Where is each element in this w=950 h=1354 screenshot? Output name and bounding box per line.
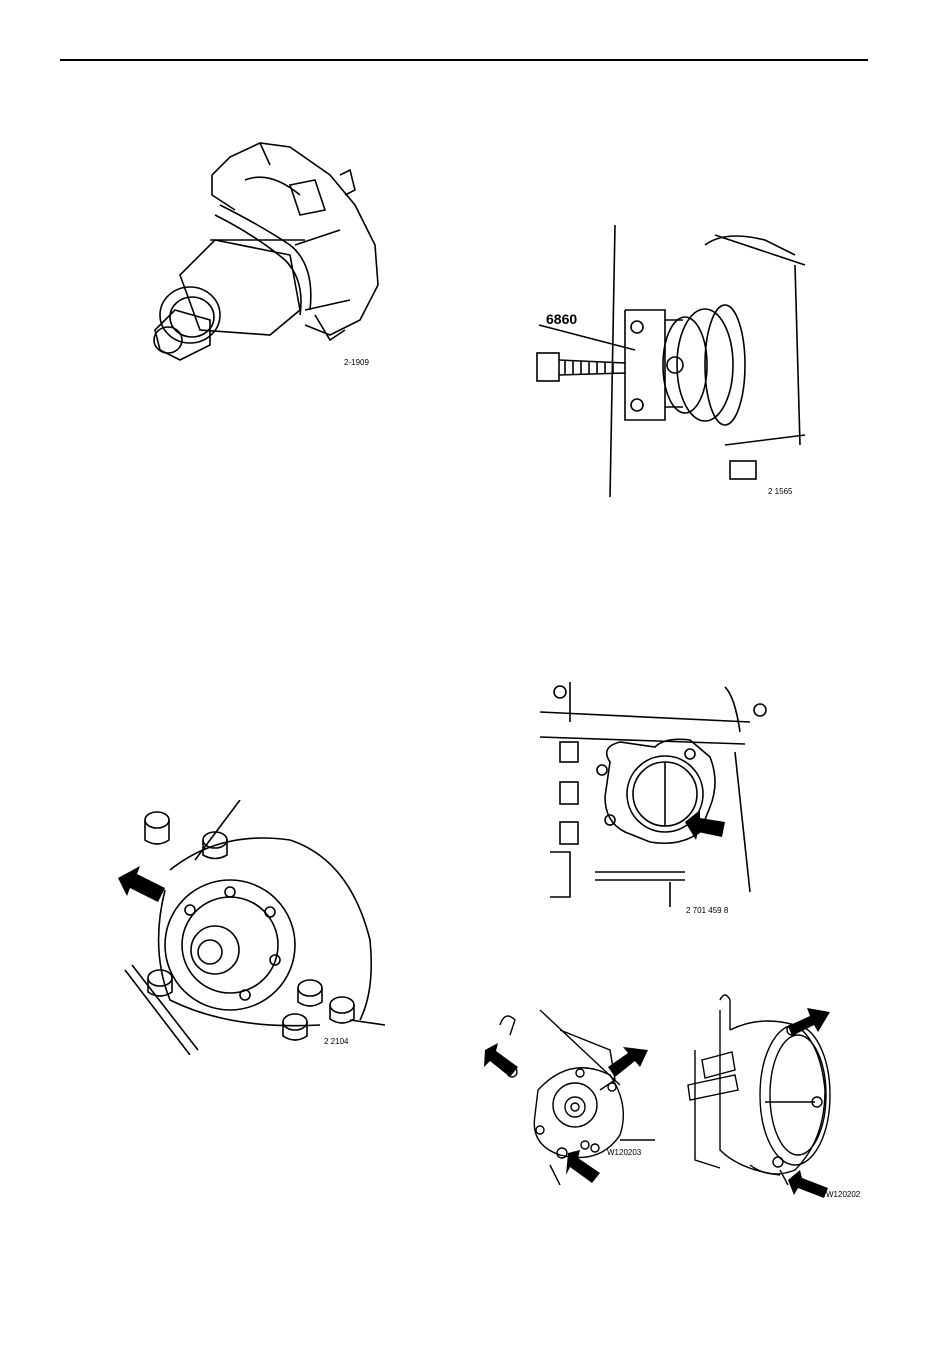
pump-bolts-left-drawing — [480, 1005, 660, 1185]
arrow-icon — [484, 1043, 518, 1077]
arrow-icon — [608, 1047, 648, 1077]
arrow-icon — [788, 1170, 828, 1198]
pump-mounted-drawing — [110, 800, 385, 1055]
figure-pump-mounted — [110, 800, 385, 1055]
figure-pump-assembly — [140, 135, 390, 375]
figure-ref-W120202: W120202 — [826, 1190, 860, 1199]
arrow-icon — [118, 866, 165, 902]
puller-tool-drawing — [525, 225, 810, 497]
figure-ref-2-701-459-8: 2 701 459 8 — [686, 906, 728, 915]
figure-ref-2-2104: 2 2104 — [324, 1037, 348, 1046]
tool-number-label: 6860 — [546, 311, 577, 327]
figure-pump-bolts-left — [480, 1005, 660, 1185]
pump-opening-drawing — [540, 682, 770, 915]
pump-bolts-right-drawing — [680, 990, 865, 1200]
pump-assembly-drawing — [140, 135, 390, 375]
figure-ref-2-1909: 2-1909 — [344, 358, 369, 367]
figure-pump-bolts-right — [680, 990, 865, 1200]
arrow-icon — [685, 810, 725, 840]
figure-puller-tool — [525, 225, 810, 497]
figure-pump-opening — [540, 682, 770, 915]
figure-ref-2-1565: 2 1565 — [768, 487, 792, 496]
figure-ref-W120203: W120203 — [607, 1148, 641, 1157]
arrow-icon — [788, 1008, 830, 1036]
header-rule — [60, 59, 868, 61]
